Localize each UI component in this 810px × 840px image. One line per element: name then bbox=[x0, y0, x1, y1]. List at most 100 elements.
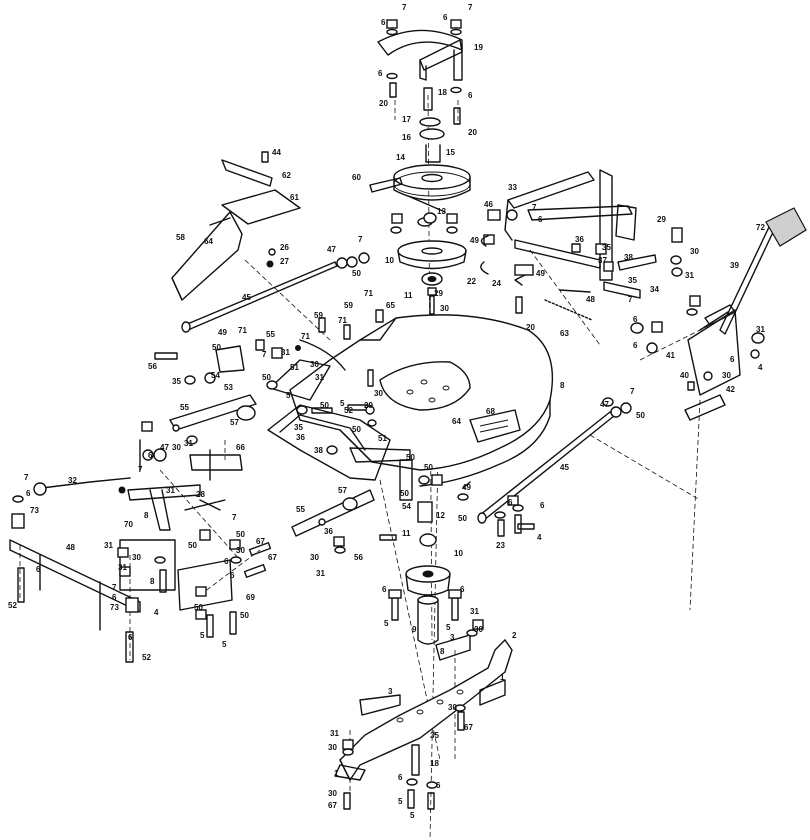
label-31: 31 bbox=[685, 271, 694, 280]
label-5: 5 bbox=[222, 640, 227, 649]
label-10: 10 bbox=[454, 549, 463, 558]
label-7: 7 bbox=[138, 465, 143, 474]
label-54: 54 bbox=[402, 502, 411, 511]
label-6: 6 bbox=[148, 451, 153, 460]
label-55: 55 bbox=[266, 330, 275, 339]
label-72: 72 bbox=[756, 223, 765, 232]
label-31: 31 bbox=[166, 486, 175, 495]
label-71: 71 bbox=[238, 326, 247, 335]
label-60: 60 bbox=[352, 173, 361, 182]
label-30: 30 bbox=[310, 360, 319, 369]
label-5: 5 bbox=[384, 619, 389, 628]
label-47: 47 bbox=[600, 400, 609, 409]
label-57: 57 bbox=[230, 418, 239, 427]
label-6: 6 bbox=[224, 557, 229, 566]
lower-hub bbox=[405, 501, 451, 645]
label-73: 73 bbox=[30, 506, 39, 515]
label-50: 50 bbox=[636, 411, 645, 420]
label-6: 6 bbox=[112, 593, 117, 602]
label-5: 5 bbox=[340, 399, 345, 408]
label-49: 49 bbox=[218, 328, 227, 337]
label-6: 6 bbox=[633, 315, 638, 324]
label-6: 6 bbox=[540, 501, 545, 510]
label-6: 6 bbox=[230, 571, 235, 580]
label-45: 45 bbox=[560, 463, 569, 472]
label-66: 66 bbox=[236, 443, 245, 452]
left-deflector bbox=[171, 151, 301, 301]
label-14: 14 bbox=[396, 153, 405, 162]
pedal-linkage bbox=[504, 169, 657, 321]
label-6: 6 bbox=[398, 773, 403, 782]
label-6: 6 bbox=[538, 215, 543, 224]
label-30: 30 bbox=[690, 247, 699, 256]
label-41: 41 bbox=[666, 351, 675, 360]
label-6: 6 bbox=[443, 13, 448, 22]
label-47: 47 bbox=[327, 245, 336, 254]
label-7: 7 bbox=[112, 583, 117, 592]
label-29: 29 bbox=[657, 215, 666, 224]
label-48: 48 bbox=[66, 543, 75, 552]
label-49: 49 bbox=[470, 236, 479, 245]
label-35: 35 bbox=[294, 423, 303, 432]
label-6: 6 bbox=[378, 69, 383, 78]
label-67: 67 bbox=[464, 723, 473, 732]
label-71: 71 bbox=[338, 316, 347, 325]
label-11: 11 bbox=[402, 529, 411, 538]
label-55: 55 bbox=[296, 505, 305, 514]
label-3: 3 bbox=[450, 633, 455, 642]
label-31: 31 bbox=[184, 439, 193, 448]
label-36: 36 bbox=[324, 527, 333, 536]
label-33: 33 bbox=[508, 183, 517, 192]
label-67: 67 bbox=[256, 537, 265, 546]
left-side-assembly bbox=[9, 439, 243, 663]
label-50: 50 bbox=[188, 541, 197, 550]
rocker-arms bbox=[169, 345, 375, 537]
label-69: 69 bbox=[246, 593, 255, 602]
label-50: 50 bbox=[320, 401, 329, 410]
label-48: 48 bbox=[586, 295, 595, 304]
label-45: 45 bbox=[242, 293, 251, 302]
label-64: 64 bbox=[204, 237, 213, 246]
label-8: 8 bbox=[144, 511, 149, 520]
label-50: 50 bbox=[406, 453, 415, 462]
label-52: 52 bbox=[8, 601, 17, 610]
label-7: 7 bbox=[358, 235, 363, 244]
label-20: 20 bbox=[526, 323, 535, 332]
upper-hub bbox=[397, 240, 467, 315]
label-51: 51 bbox=[290, 363, 299, 372]
label-6: 6 bbox=[128, 633, 133, 642]
label-50: 50 bbox=[236, 530, 245, 539]
label-29: 29 bbox=[434, 289, 443, 298]
label-22: 22 bbox=[467, 277, 476, 286]
label-71: 71 bbox=[364, 289, 373, 298]
label-50: 50 bbox=[212, 343, 221, 352]
label-5: 5 bbox=[286, 391, 291, 400]
label-39: 39 bbox=[730, 261, 739, 270]
label-31: 31 bbox=[330, 729, 339, 738]
label-8: 8 bbox=[150, 577, 155, 586]
label-10: 10 bbox=[385, 256, 394, 265]
label-65: 65 bbox=[386, 301, 395, 310]
label-18: 18 bbox=[430, 759, 439, 768]
label-6: 6 bbox=[460, 585, 465, 594]
label-17: 17 bbox=[402, 115, 411, 124]
label-20: 20 bbox=[379, 99, 388, 108]
label-50: 50 bbox=[194, 603, 203, 612]
label-38: 38 bbox=[314, 446, 323, 455]
label-51: 51 bbox=[378, 434, 387, 443]
label-40: 40 bbox=[680, 371, 689, 380]
label-5: 5 bbox=[410, 811, 415, 820]
label-44: 44 bbox=[272, 148, 281, 157]
label-7: 7 bbox=[532, 203, 537, 212]
label-35: 35 bbox=[172, 377, 181, 386]
label-6: 6 bbox=[633, 341, 638, 350]
label-30: 30 bbox=[172, 443, 181, 452]
label-31: 31 bbox=[118, 563, 127, 572]
label-50: 50 bbox=[352, 269, 361, 278]
label-4: 4 bbox=[758, 363, 763, 372]
label-30: 30 bbox=[328, 789, 337, 798]
label-50: 50 bbox=[262, 373, 271, 382]
pulley-stack bbox=[369, 87, 471, 227]
label-52: 52 bbox=[142, 653, 151, 662]
